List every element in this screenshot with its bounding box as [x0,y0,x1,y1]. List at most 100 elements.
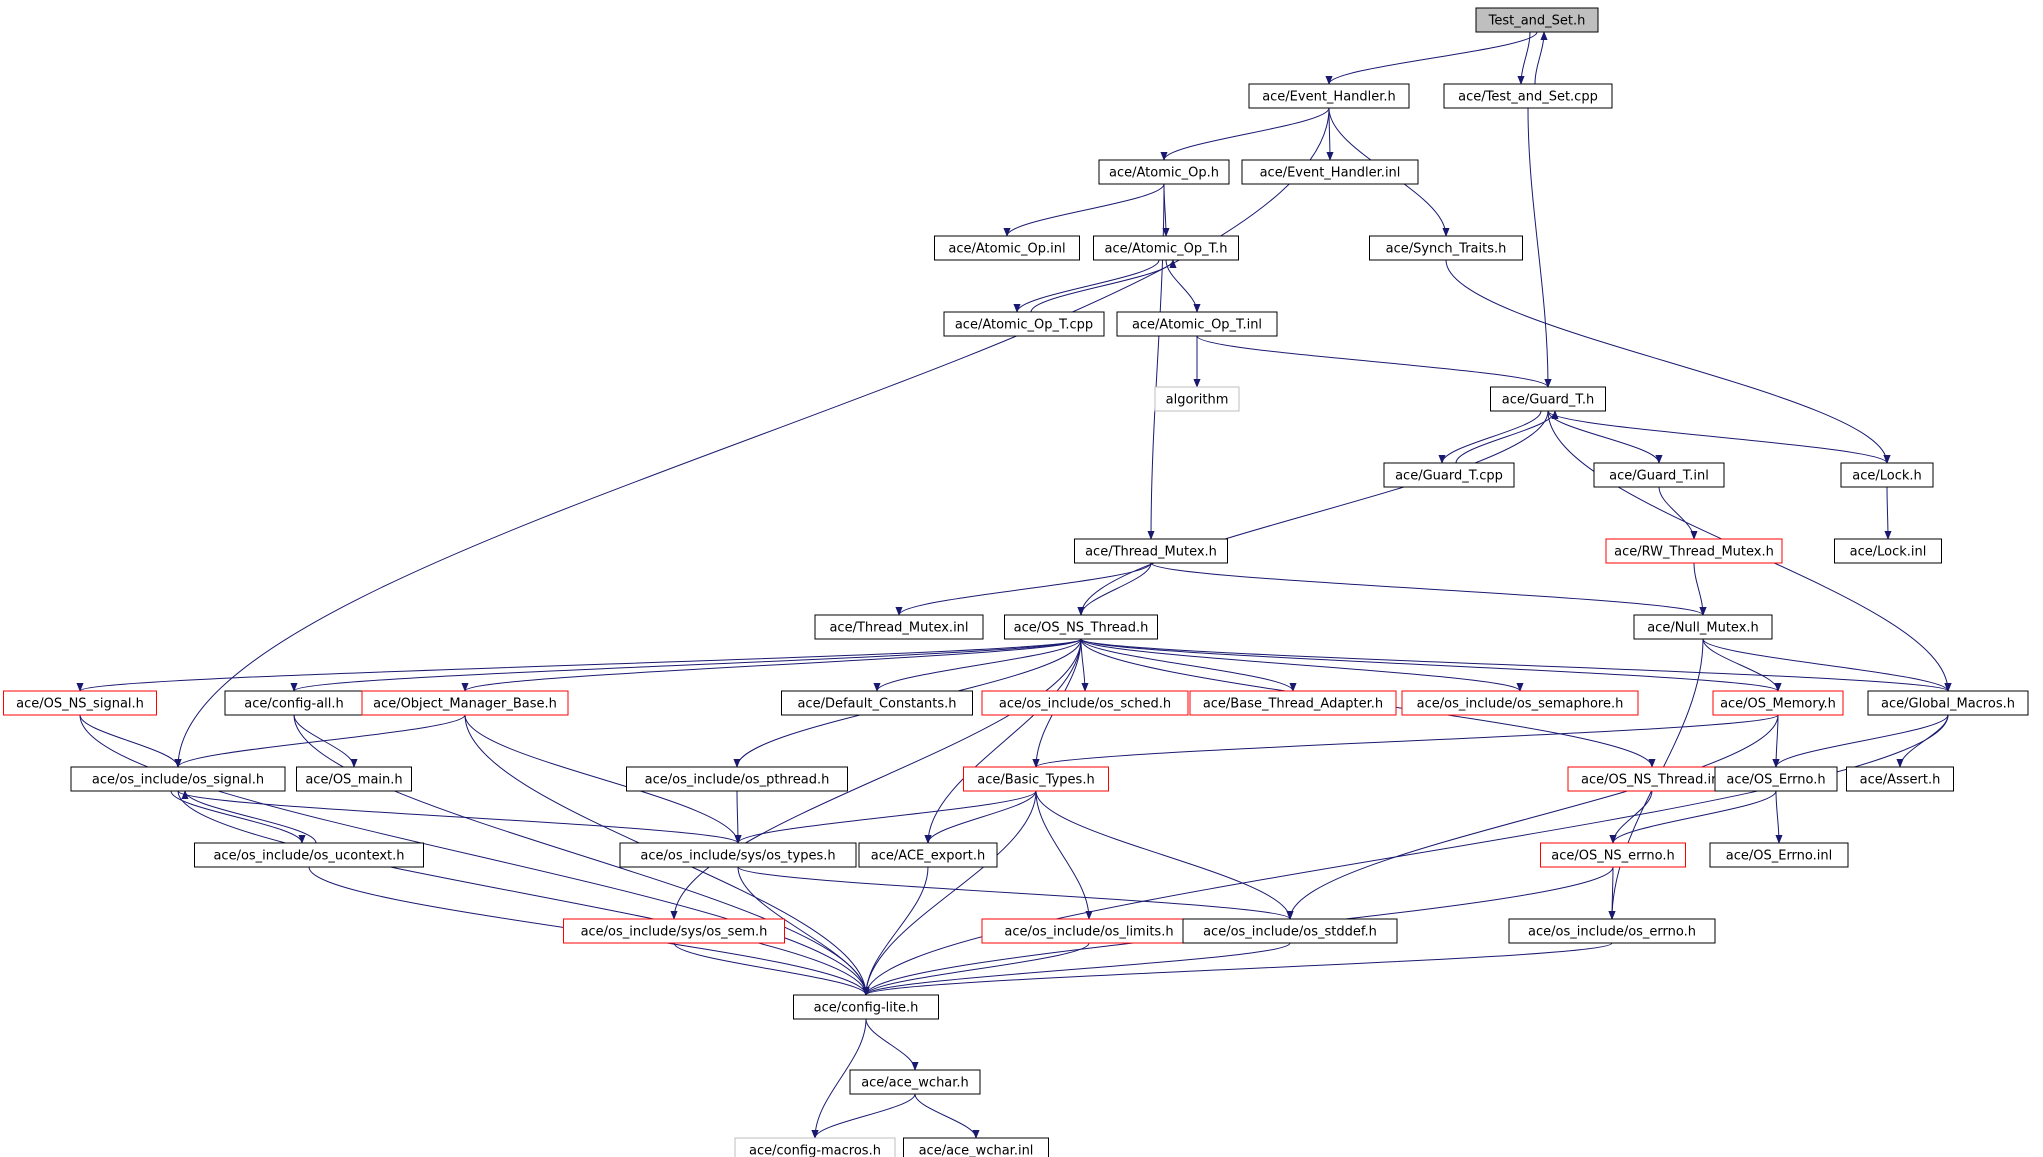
graph-node[interactable]: ace/Atomic_Op_T.h [1093,235,1239,261]
node-box [626,766,848,792]
node-label: ace/ace_wchar.inl [919,1144,1034,1157]
nodes-layer: Test_and_Set.h ace/Event_Handler.h ace/Tes… [3,7,2029,1157]
graph-node[interactable]: ace/OS_NS_errno.h [1540,842,1686,868]
graph-node[interactable]: ace/OS_NS_Thread.inl [1567,766,1737,792]
edge-n14-n16 [1884,486,1892,540]
edge-n19-n39 [924,638,1082,844]
node-box [793,994,939,1020]
node-box [934,235,1080,261]
graph-node[interactable]: algorithm [1154,386,1240,412]
graph-node[interactable]: ace/Null_Mutex.h [1633,614,1773,640]
node-label: ace/Guard_T.cpp [1395,469,1503,484]
node-label: ace/os_include/os_ucontext.h [213,849,404,864]
graph-node[interactable]: ace/Atomic_Op_T.cpp [943,311,1105,337]
edge-n30-n46 [177,790,870,996]
node-label: ace/Atomic_Op.h [1109,166,1219,181]
node-box [619,842,857,868]
edge-n19-n25 [1080,638,1089,692]
graph-node[interactable]: ace/Lock.h [1840,462,1934,488]
edge-n45-n46 [862,942,1613,996]
graph-node[interactable]: ace/RW_Thread_Mutex.h [1605,538,1783,564]
graph-node[interactable]: ace/os_include/os_errno.h [1508,918,1716,944]
node-box [1093,235,1239,261]
node-label: ace/OS_NS_errno.h [1551,849,1675,864]
graph-node[interactable]: ace/os_include/sys/os_sem.h [563,918,785,944]
edge-n13-n15 [1658,486,1698,540]
graph-node[interactable]: ace/os_include/sys/os_types.h [619,842,857,868]
graph-node[interactable]: Test_and_Set.h [1475,7,1599,33]
node-box [1383,462,1515,488]
node-label: ace/ace_wchar.h [861,1076,969,1091]
node-box [194,842,424,868]
graph-node[interactable]: ace/Event_Handler.h [1248,83,1410,109]
graph-node[interactable]: ace/config-lite.h [793,994,939,1020]
graph-node[interactable]: ace/config-all.h [224,690,364,716]
graph-node[interactable]: ace/Lock.inl [1834,538,1942,564]
node-label: ace/Null_Mutex.h [1647,621,1759,636]
graph-node[interactable]: ace/Base_Thread_Adapter.h [1189,690,1397,716]
node-box [1490,386,1606,412]
graph-node[interactable]: ace/Atomic_Op.h [1098,159,1230,185]
graph-node[interactable]: ace/OS_Errno.inl [1709,842,1849,868]
node-label: ace/os_include/os_pthread.h [645,773,830,788]
node-box [981,918,1197,944]
graph-node[interactable]: ace/Test_and_Set.cpp [1443,83,1613,109]
node-label: Test_and_Set.h [1488,14,1586,29]
node-box [903,1137,1049,1157]
edge-n43-n46 [862,942,1090,996]
node-box [1154,386,1240,412]
node-label: ace/OS_Errno.h [1726,773,1825,788]
graph-node[interactable]: ace/Object_Manager_Base.h [361,690,569,716]
edge-n40-n45 [1608,866,1616,920]
graph-node[interactable]: ace/OS_NS_signal.h [3,690,157,716]
graph-node[interactable]: ace/Assert.h [1846,766,1954,792]
edge-n2-n0 [1534,31,1548,85]
node-box [781,690,973,716]
graph-node[interactable]: ace/Thread_Mutex.h [1074,538,1228,564]
graph-node[interactable]: ace/OS_Errno.h [1714,766,1838,792]
node-label: ace/OS_main.h [305,773,402,788]
graph-node[interactable]: ace/Global_Macros.h [1867,690,2029,716]
node-box [1475,7,1599,33]
graph-node[interactable]: ace/Event_Handler.inl [1241,159,1419,185]
graph-node[interactable]: ace/Guard_T.cpp [1383,462,1515,488]
graph-node[interactable]: ace/os_include/os_stddef.h [1182,918,1398,944]
edge-n19-n42 [670,638,1082,920]
graph-node[interactable]: ace/os_include/os_pthread.h [626,766,848,792]
graph-node[interactable]: ace/OS_Memory.h [1712,690,1844,716]
graph-node[interactable]: ace/Default_Constants.h [781,690,973,716]
edge-n42-n46 [673,942,870,996]
edge-n6-n8 [1013,259,1160,313]
node-box [1004,614,1158,640]
edge-n47-n49 [914,1093,980,1139]
graph-node[interactable]: ace/os_include/os_signal.h [70,766,286,792]
graph-node[interactable]: ace/OS_main.h [296,766,412,792]
graph-node[interactable]: ace/ace_wchar.h [849,1069,981,1095]
edge-n28-n44 [1286,714,1779,920]
node-box [1540,842,1686,868]
graph-node[interactable]: ace/Thread_Mutex.inl [814,614,984,640]
edge-n17-n19 [1077,562,1152,616]
graph-node[interactable]: ace/os_include/os_ucontext.h [194,842,424,868]
node-box [1401,690,1639,716]
graph-node[interactable]: ace/Guard_T.h [1490,386,1606,412]
graph-node[interactable]: ace/ACE_export.h [858,842,998,868]
edge-n19-n21 [76,638,1082,692]
node-label: ace/Global_Macros.h [1881,697,2015,712]
graph-node[interactable]: ace/Basic_Types.h [963,766,1109,792]
graph-node[interactable]: ace/Guard_T.inl [1593,462,1725,488]
graph-node[interactable]: ace/ace_wchar.inl [903,1137,1049,1157]
node-label: ace/config-all.h [244,697,344,712]
graph-node[interactable]: ace/os_include/os_semaphore.h [1401,690,1639,716]
graph-node[interactable]: ace/Atomic_Op_T.inl [1116,311,1278,337]
edge-n1-n30 [174,107,1330,768]
graph-node[interactable]: ace/OS_NS_Thread.h [1004,614,1158,640]
graph-node[interactable]: ace/config-macros.h [734,1137,896,1157]
graph-node[interactable]: ace/Atomic_Op.inl [934,235,1080,261]
node-box [296,766,412,792]
node-label: ace/OS_Errno.inl [1726,849,1832,864]
edge-n2-n11 [1527,107,1552,388]
graph-node[interactable]: ace/os_include/os_limits.h [981,918,1197,944]
graph-node[interactable]: ace/os_include/os_sched.h [981,690,1189,716]
graph-node[interactable]: ace/Synch_Traits.h [1369,235,1523,261]
